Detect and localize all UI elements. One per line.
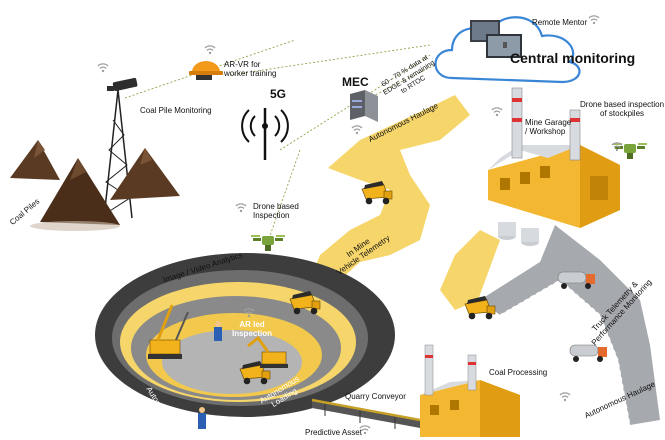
factory-icon [488, 87, 620, 246]
coal-processing-factory [420, 344, 520, 437]
haul-road [300, 95, 500, 310]
label-central-monitoring: Central monitoring [510, 50, 636, 66]
label-drone-stockpiles: Drone based inspection of stockpiles [580, 100, 665, 118]
drill-icon [148, 304, 189, 359]
label-ar-led-inspection: AR led Inspection [232, 320, 273, 338]
label-ar-vr: AR-VR for worker training [224, 60, 277, 78]
label-predictive-asset: Predictive Asset [305, 428, 362, 437]
label-quarry-conveyor: Quarry Conveyor [345, 392, 406, 401]
label-drone-inspection: Drone based Inspection [253, 202, 299, 220]
label-mec: MEC [342, 75, 369, 89]
excavator-icon [247, 335, 288, 368]
helmet-icon [189, 61, 223, 80]
antenna-icon [241, 108, 289, 160]
label-5g: 5G [270, 87, 287, 101]
worker-icon [198, 321, 222, 429]
coal-piles [10, 140, 180, 231]
label-remote-mentor: Remote Mentor [532, 18, 588, 27]
label-worker-health: Worker Health Monitoring [212, 422, 263, 440]
label-mine-garage: Mine Garage / Workshop [525, 118, 572, 136]
monitor-icon [470, 20, 522, 58]
label-coal-processing: Coal Processing [489, 368, 548, 377]
conveyor-icon [311, 398, 421, 429]
paved-road [480, 225, 660, 426]
label-coal-pile-monitoring: Coal Pile Monitoring [140, 106, 212, 115]
server-icon [350, 90, 378, 122]
camera-icon [107, 77, 138, 92]
